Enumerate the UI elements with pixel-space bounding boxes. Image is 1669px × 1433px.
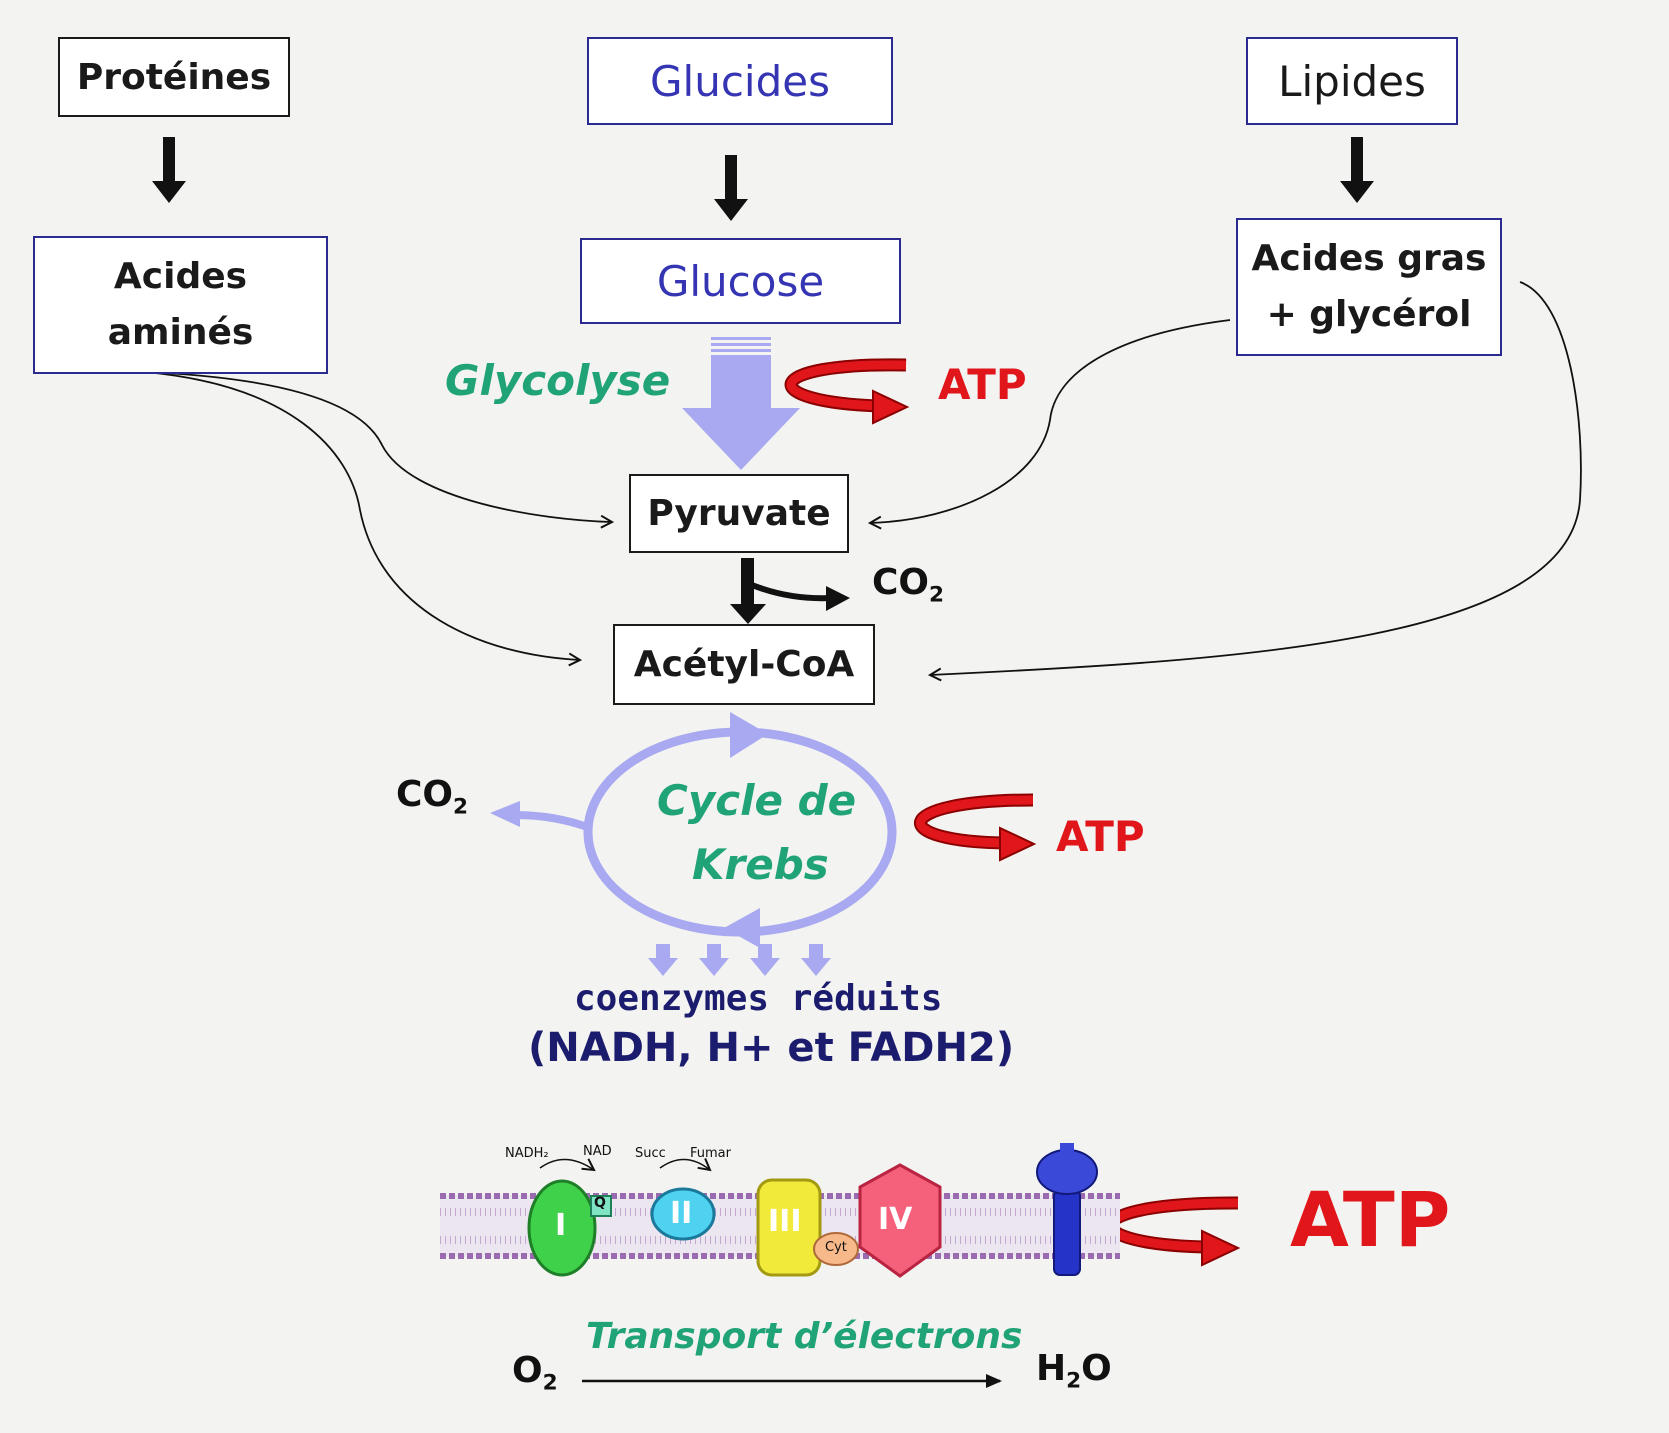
cytochrome-label: Cyt <box>825 1240 847 1255</box>
box-acides-amines: Acides aminés <box>33 236 328 374</box>
atp-loop-glycolyse <box>784 358 910 425</box>
pyruvate-label: Pyruvate <box>647 493 831 534</box>
krebs-label-line2: Krebs <box>692 840 829 889</box>
atp-loop-chain <box>1104 1196 1241 1267</box>
curve-acidesgras-to-acetyl <box>930 281 1582 675</box>
box-glucose: Glucose <box>580 238 901 324</box>
cytochrome-shape <box>813 1232 859 1266</box>
co2-krebs-main: CO <box>396 774 454 815</box>
o2-main: O <box>512 1350 543 1391</box>
box-lipides: Lipides <box>1246 37 1458 125</box>
proteines-label: Protéines <box>76 56 272 98</box>
acetyl-coa-label: Acétyl-CoA <box>633 644 855 685</box>
complex-iv-label: IV <box>878 1202 913 1237</box>
glucides-label: Glucides <box>650 56 830 106</box>
arrow-lipides-down <box>1340 137 1374 203</box>
atp-chain-label: ATP <box>1290 1175 1451 1264</box>
curve-acidesgras-to-pyruvate <box>870 319 1231 523</box>
lipides-label: Lipides <box>1278 56 1426 106</box>
fumar-label: Fumar <box>690 1146 731 1161</box>
co2-krebs-label: CO2 <box>396 774 468 820</box>
complex-iv-shape <box>858 1163 942 1278</box>
succ-label: Succ <box>635 1146 666 1161</box>
coenzymes-line1: coenzymes réduits <box>574 978 943 1019</box>
arrow-glucides-down <box>714 155 748 221</box>
complex-iii-shape <box>756 1178 822 1277</box>
complex-ii-shape <box>650 1187 716 1241</box>
co2-pyruvate-label: CO2 <box>872 562 944 608</box>
curve-amines-to-acetyl <box>144 371 580 660</box>
coenzymes-line2: (NADH, H+ et FADH2) <box>528 1025 1015 1071</box>
glucose-label: Glucose <box>656 256 825 306</box>
atp-glycolyse-label: ATP <box>938 360 1027 409</box>
succ-arrow <box>659 1159 710 1170</box>
atp-krebs-label: ATP <box>1056 812 1145 861</box>
box-glucides: Glucides <box>587 37 893 125</box>
krebs-label-line1: Cycle de <box>657 776 857 825</box>
atp-synthase-shape <box>1036 1143 1098 1276</box>
coenzyme-arrows <box>648 944 831 976</box>
atp-loop-krebs <box>914 793 1037 862</box>
h2o-o: O <box>1081 1348 1112 1389</box>
h2o-label: H2O <box>1036 1348 1112 1394</box>
curve-amines-to-pyruvate <box>144 371 612 522</box>
complex-i-shape <box>527 1179 597 1277</box>
co2-pyruvate-main: CO <box>872 562 930 603</box>
krebs-co2-arrow <box>490 801 592 832</box>
arrow-pyruvate-to-acetyl <box>730 558 850 624</box>
quinone-shape <box>590 1195 612 1217</box>
co2-pyruvate-sub: 2 <box>929 582 945 608</box>
complex-ii-label: II <box>670 1196 693 1231</box>
box-pyruvate: Pyruvate <box>629 474 849 553</box>
box-acides-gras: Acides gras + glycérol <box>1236 218 1502 356</box>
quinone-label: Q <box>594 1195 606 1211</box>
glycolyse-arrow <box>682 337 800 470</box>
acides-gras-line2: + glycérol <box>1266 294 1472 335</box>
co2-krebs-sub: 2 <box>453 794 469 820</box>
arrow-proteines-down <box>152 137 186 203</box>
h2o-sub: 2 <box>1066 1368 1082 1394</box>
acides-gras-line1: Acides gras <box>1251 238 1487 279</box>
transport-label: Transport d’électrons <box>586 1316 1023 1357</box>
o2-sub: 2 <box>542 1370 558 1396</box>
box-acetyl-coa: Acétyl-CoA <box>613 624 875 705</box>
nadh-arrow <box>539 1159 594 1170</box>
o2-label: O2 <box>512 1350 558 1396</box>
acides-amines-line1: Acides <box>113 256 248 297</box>
krebs-cycle-ring <box>583 712 897 948</box>
acides-amines-line2: aminés <box>107 312 254 353</box>
nad-label: NAD <box>583 1144 612 1159</box>
complex-iii-label: III <box>768 1204 802 1239</box>
h2o-h: H <box>1036 1348 1067 1389</box>
nadh-label: NADH₂ <box>505 1146 549 1161</box>
box-proteines: Protéines <box>58 37 290 117</box>
glycolyse-label: Glycolyse <box>445 356 671 405</box>
complex-i-label: I <box>555 1208 567 1243</box>
